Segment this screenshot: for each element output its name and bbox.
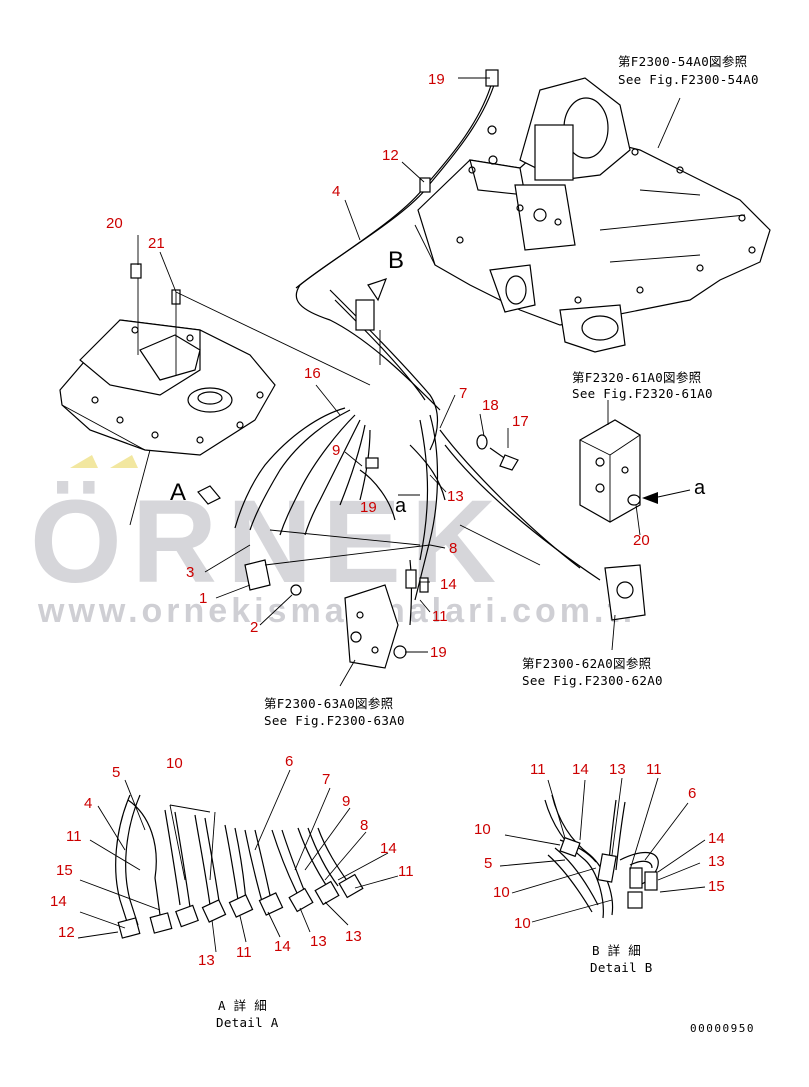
transmission-case [414,77,771,353]
detail-a-callout-13-b: 13 [310,933,327,950]
detail-a-title-jp: A 詳 細 [218,998,267,1013]
detail-a-callout-10: 10 [166,755,183,772]
ref-f2300-54a0-jp: 第F2300-54A0図参照 [618,54,747,69]
detail-a-callout-15: 15 [56,862,73,879]
detail-b-callout-10: 10 [474,821,491,838]
detail-a-hoses [77,769,399,953]
ref-f2300-54a0-en: See Fig.F2300-54A0 [618,72,759,87]
watermark-brand: ÖRNEK [30,476,506,608]
detail-a-title-en: Detail A [216,1015,279,1030]
detail-b-callout-10-c: 10 [514,915,531,932]
pilot-valve [579,419,646,621]
detail-a-callout-12: 12 [58,924,75,941]
detail-a-callout-13: 13 [198,952,215,969]
callout-8: 8 [449,540,457,557]
callout-19: 19 [428,71,445,88]
top-callouts: 19 12 4 20 21 16 7 18 17 9 13 19 8 3 1 2… [106,71,650,661]
callout-20: 20 [106,215,123,232]
ref-f2300-62a0-jp: 第F2300-62A0図参照 [522,656,651,671]
control-valve [59,319,276,456]
view-letter-b: B [388,247,404,274]
callout-11: 11 [432,608,448,625]
view-letter-a-small-1: a [395,495,407,517]
watermark-accent-right [110,455,138,468]
detail-a-callout-6: 6 [285,753,293,770]
callout-7: 7 [459,385,467,402]
leader-lines [129,77,691,687]
detail-b-hoses [499,777,706,923]
view-b-arrow [367,278,388,302]
callout-1: 1 [199,590,207,607]
plug-20 [130,263,142,279]
ref-f2320-61a0-en: See Fig.F2320-61A0 [572,386,713,401]
detail-b-callouts: 11 14 13 11 10 6 5 14 13 10 15 10 [474,761,725,932]
detail-b-callout-14: 14 [572,761,589,778]
callout-9: 9 [332,442,340,459]
detail-b-callout-6: 6 [688,785,696,802]
detail-a-callout-13-c: 13 [345,928,362,945]
ref-f2300-63a0-en: See Fig.F2300-63A0 [264,713,405,728]
detail-b-callout-5: 5 [484,855,492,872]
detail-b-callout-11: 11 [530,761,546,778]
plug-20-valve [627,494,641,506]
callout-18: 18 [482,397,499,414]
detail-a-callout-5: 5 [112,764,120,781]
bolt-17 [489,447,519,471]
figure-references: 第F2300-54A0図参照 See Fig.F2300-54A0 第F2320… [264,54,759,728]
view-a-arrow [197,485,221,505]
detail-b-callout-11-b: 11 [646,761,662,778]
detail-a-callout-9: 9 [342,793,350,810]
view-letter-a-small-2: a [694,477,706,499]
callout-4: 4 [332,183,340,200]
callout-19-c: 19 [430,644,447,661]
clamp-bracket [244,544,431,596]
detail-a-callouts: 5 10 6 7 4 9 8 11 14 15 11 14 12 13 11 1… [50,753,414,969]
detail-b-callout-13: 13 [609,761,626,778]
detail-a-callout-8: 8 [360,817,368,834]
callout-19-b: 19 [360,499,377,516]
detail-b-callout-13-b: 13 [708,853,725,870]
callout-13: 13 [447,488,464,505]
detail-a-callout-4: 4 [84,795,92,812]
callout-20-b: 20 [633,532,650,549]
callout-2: 2 [250,619,258,636]
view-letter-a: A [170,479,186,506]
detail-a-callout-14-c: 14 [274,938,291,955]
detail-b-callout-15: 15 [708,878,725,895]
callout-12: 12 [382,147,399,164]
detail-b-callout-14-b: 14 [708,830,725,847]
detail-a-callout-14-b: 14 [50,893,67,910]
detail-b-callout-10-b: 10 [493,884,510,901]
detail-b-title-en: Detail B [590,960,653,975]
watermark-url: www.ornekismakinalari.com.tr [37,592,640,630]
detail-b-title-jp: B 詳 細 [592,943,641,958]
ref-f2320-61a0-jp: 第F2320-61A0図参照 [572,370,701,385]
callout-17: 17 [512,413,529,430]
callout-21: 21 [148,235,165,252]
ref-f2300-63a0-jp: 第F2300-63A0図参照 [264,696,393,711]
detail-a-callout-11-c: 11 [236,944,252,961]
callout-14: 14 [440,576,457,593]
bracket [344,584,399,669]
arrow-a-valve [642,492,658,504]
detail-a-callout-7: 7 [322,771,330,788]
detail-a-callout-11: 11 [66,828,82,845]
watermark-accent-left [70,455,98,468]
washer-18 [476,434,488,450]
figure-number: 00000950 [690,1022,755,1035]
detail-a-callout-14: 14 [380,840,397,857]
ref-f2300-62a0-en: See Fig.F2300-62A0 [522,673,663,688]
callout-16: 16 [304,365,321,382]
detail-a-callout-11-b: 11 [398,863,414,880]
callout-3: 3 [186,564,194,581]
